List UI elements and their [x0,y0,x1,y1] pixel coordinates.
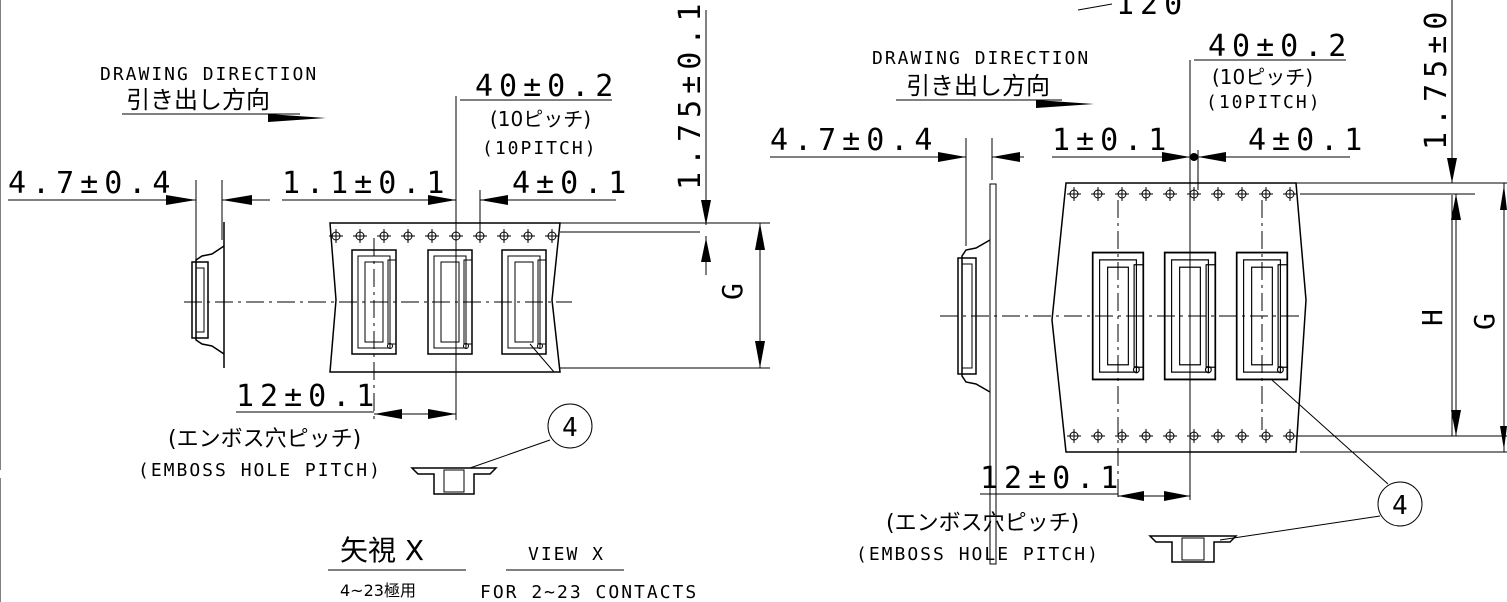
right-connector-side [957,183,997,565]
right-pitch10-jp: (10ピッチ) [1212,65,1313,89]
left-pitch10-jp: (10ピッチ) [490,107,591,131]
left-view: DRAWING DIRECTION 引き出し方向 40±0.2 (10ピッチ) … [0,0,770,602]
left-direction-arrow [268,114,326,122]
right-direction-jp: 引き出し方向 [906,72,1050,100]
right-view: 120 DRAWING DIRECTION 引き出し方向 40±0.2 (10ピ… [770,0,1507,565]
left-embossed-pocket-section [410,467,498,495]
left-dim-vertical: 1.75±0.1 [673,0,708,190]
left-dim-left: 4.7±0.4 [8,166,176,201]
left-callout-circle [547,403,593,449]
left-view-jp: 矢視 X [340,534,424,567]
right-dim-height-h: H [1416,309,1449,326]
right-tape [940,182,1507,500]
right-callout-number: 4 [1392,491,1408,521]
left-dim-emboss: 12±0.1 [236,379,380,414]
right-emboss-en: (EMBOSS HOLE PITCH) [856,544,1100,565]
right-dim-emboss: 12±0.1 [980,461,1124,496]
left-contacts-en: FOR 2~23 CONTACTS [480,582,698,602]
left-tape [184,222,770,420]
left-callout-number: 4 [562,413,578,443]
right-embossed-pocket-section [1148,535,1238,563]
right-callout-circle [1377,481,1423,527]
left-contacts-jp: 4~23極用 [340,581,416,600]
right-dim-left: 4.7±0.4 [770,123,938,158]
right-dim-vertical: 1.75±0. [1419,0,1454,150]
left-dim-pitch10: 40±0.2 [475,69,619,104]
right-dim-height-g: G [1468,313,1501,330]
right-dim-hole-pitch: 4±0.1 [1248,123,1368,158]
left-dim-hole-offset: 1.1±0.1 [282,166,450,201]
left-direction-jp: 引き出し方向 [126,86,270,114]
left-view-en: VIEW X [528,544,605,565]
right-top-partial: 120 [1116,0,1188,22]
left-connector-side [191,222,225,368]
right-direction-en: DRAWING DIRECTION [872,48,1090,69]
left-direction-en: DRAWING DIRECTION [100,64,318,85]
left-emboss-en: (EMBOSS HOLE PITCH) [138,460,382,481]
right-dim-pitch10: 40±0.2 [1208,29,1352,64]
right-dim-hole-offset: 1±0.1 [1052,123,1172,158]
right-emboss-jp: (エンボス穴ピッチ) [886,511,1079,536]
left-emboss-jp: (エンボス穴ピッチ) [168,427,361,452]
right-pitch10-en: (10PITCH) [1206,92,1322,113]
right-direction-arrow [1036,100,1094,108]
left-dim-hole-pitch: 4±0.1 [512,166,632,201]
left-dim-height-g: G [716,283,749,300]
left-pitch10-en: (10PITCH) [482,138,598,159]
